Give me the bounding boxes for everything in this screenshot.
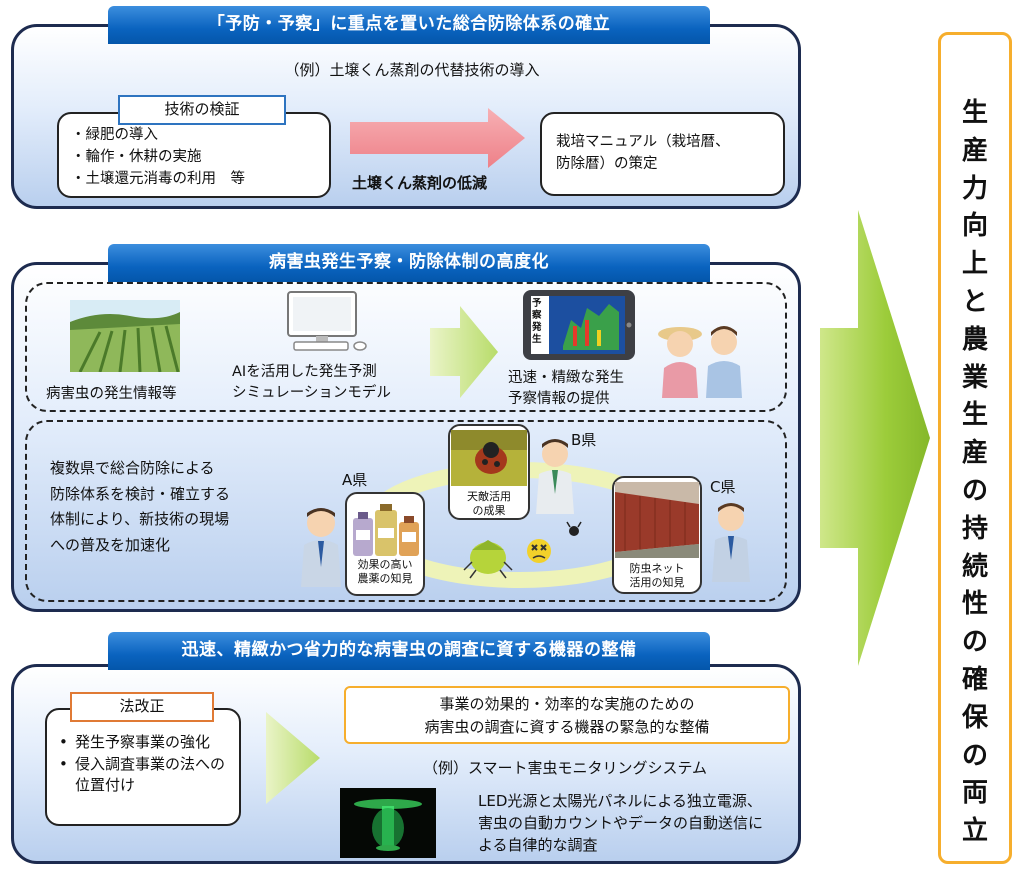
law-item: 発生予察事業の強化 xyxy=(53,732,231,754)
tech-tag: 技術の検証 xyxy=(118,95,286,125)
desc-line: LED光源と太陽光パネルによる独立電源、 xyxy=(478,792,762,810)
desc-line: よる自律的な調査 xyxy=(478,836,598,854)
pest-bug-icon xyxy=(463,540,513,579)
tech-item: ・輪作・休耕の実施 xyxy=(71,149,202,165)
section2-banner: 病害虫発生予察・防除体制の高度化 xyxy=(108,244,710,282)
dead-pest-icon xyxy=(527,539,551,563)
field-image xyxy=(70,300,180,372)
goal-char: 力 xyxy=(961,173,988,204)
card-natural-enemy-line: の成果 xyxy=(472,504,506,517)
goal-char: の xyxy=(961,475,988,506)
urgent-line: 病害虫の調査に資する機器の緊急的な整備 xyxy=(424,718,710,736)
card-pesticide-line: 農薬の知見 xyxy=(357,572,413,585)
provide-label: 迅速・精緻な発生 予察情報の提供 xyxy=(508,368,678,410)
small-insect-icon xyxy=(566,521,582,536)
farmers-image xyxy=(658,326,742,398)
forecast-dashed-area xyxy=(25,282,787,412)
card-insect-net: 防虫ネット 活用の知見 xyxy=(612,476,702,594)
body-line: への普及を加速化 xyxy=(50,535,171,554)
goal-char: 農 xyxy=(961,324,988,355)
card-insect-net-line: 活用の知見 xyxy=(629,576,685,589)
goal-box: 生産力向上と農業生産の持続性の確保の両立 xyxy=(938,32,1012,864)
urgent-equipment-box: 事業の効果的・効率的な実施のための 病害虫の調査に資する機器の緊急的な整備 xyxy=(344,686,790,744)
law-tag: 法改正 xyxy=(70,692,214,722)
goal-char: 立 xyxy=(961,816,988,847)
tech-item: ・緑肥の導入 xyxy=(71,127,158,143)
arrow-label: 土壌くん蒸剤の低減 xyxy=(352,174,488,192)
law-item: 侵入調査事業の法への位置付け xyxy=(53,754,231,797)
pink-arrow xyxy=(350,108,525,168)
body-line: 複数県で総合防除による xyxy=(50,459,215,477)
goal-char: 産 xyxy=(961,135,988,166)
person-a-icon xyxy=(301,508,341,587)
insect-net-greenhouse-photo xyxy=(615,482,699,558)
ai-line: シミュレーションモデル xyxy=(232,385,391,401)
goal-char: 性 xyxy=(961,589,988,620)
desc-line: 害虫の自動カウントやデータの自動送信に xyxy=(478,814,764,832)
goal-char: 生 xyxy=(961,400,988,431)
multi-prefecture-dashed-area xyxy=(25,420,787,602)
green-arrow-small-2 xyxy=(266,712,320,804)
goal-char: 持 xyxy=(961,513,988,544)
provide-line: 迅速・精緻な発生 xyxy=(508,370,624,386)
body-line: 防除体系を検討・確立する xyxy=(50,484,231,503)
card-natural-enemy: 天敵活用 の成果 xyxy=(448,424,530,520)
urgent-line: 事業の効果的・効率的な実施のための xyxy=(439,695,695,713)
manual-line: 防除暦）の策定 xyxy=(556,156,658,172)
goal-char: 両 xyxy=(961,778,988,809)
trap-description: LED光源と太陽光パネルによる独立電源、 害虫の自動カウントやデータの自動送信に… xyxy=(478,790,798,856)
pesticide-bottles-icon xyxy=(353,504,419,556)
card-pesticide: 効果の高い 農薬の知見 xyxy=(345,492,425,596)
body-line: 体制により、新技術の現場 xyxy=(50,510,230,528)
computer-icon xyxy=(287,291,367,351)
goal-char: の xyxy=(961,740,988,771)
ai-label: AIを活用した発生予測 シミュレーションモデル xyxy=(232,362,432,404)
law-items-box: 発生予察事業の強化 侵入調査事業の法への位置付け xyxy=(45,708,241,826)
tablet-text: 予察発生 xyxy=(532,298,542,345)
green-arrow-small xyxy=(430,306,498,398)
goal-char: の xyxy=(961,627,988,658)
provide-line: 予察情報の提供 xyxy=(508,391,610,407)
goal-char: 保 xyxy=(961,702,988,733)
manual-box: 栽培マニュアル（栽培暦、 防除暦）の策定 xyxy=(540,112,785,196)
tech-item: ・土壌還元消毒の利用 等 xyxy=(71,171,245,187)
goal-char: 向 xyxy=(961,211,988,242)
goal-char: 業 xyxy=(961,362,988,393)
field-label: 病害虫の発生情報等 xyxy=(46,386,177,402)
tech-items-box: ・緑肥の導入 ・輪作・休耕の実施 ・土壌還元消毒の利用 等 xyxy=(57,112,331,198)
person-c-icon xyxy=(712,503,750,582)
goal-char: と xyxy=(961,286,988,317)
goal-char: 続 xyxy=(961,551,988,582)
ladybug-photo xyxy=(451,430,527,486)
tablet-forecast-image xyxy=(523,290,635,360)
goal-char: 生 xyxy=(961,98,988,128)
goal-char: 上 xyxy=(961,249,988,280)
section1-banner: 「予防・予察」に重点を置いた総合防除体系の確立 xyxy=(108,6,710,44)
goal-char: 産 xyxy=(961,438,988,469)
card-pesticide-line: 効果の高い xyxy=(357,558,413,571)
prefecture-a-label: A県 xyxy=(342,471,368,489)
goal-text: 生産力向上と農業生産の持続性の確保の両立 xyxy=(941,95,1009,851)
prefecture-c-label: C県 xyxy=(710,478,736,496)
ai-line: AIを活用した発生予測 xyxy=(232,364,377,380)
big-green-arrow xyxy=(820,210,930,666)
goal-char: 確 xyxy=(961,664,988,695)
section3-example: （例）スマート害虫モニタリングシステム xyxy=(422,759,708,777)
section3-banner: 迅速、精緻かつ省力的な病害虫の調査に資する機器の整備 xyxy=(108,632,710,670)
person-b-icon xyxy=(536,439,574,514)
card-insect-net-line: 防虫ネット xyxy=(629,562,685,575)
smart-trap-photo xyxy=(340,788,436,858)
multi-prefecture-text: 複数県で総合防除による 防除体系を検討・確立する 体制により、新技術の現場 への… xyxy=(50,456,310,558)
prefecture-b-label: B県 xyxy=(571,431,597,449)
section1-example: （例）土壌くん蒸剤の代替技術の導入 xyxy=(284,61,540,79)
card-natural-enemy-line: 天敵活用 xyxy=(467,490,511,503)
manual-line: 栽培マニュアル（栽培暦、 xyxy=(556,134,730,150)
